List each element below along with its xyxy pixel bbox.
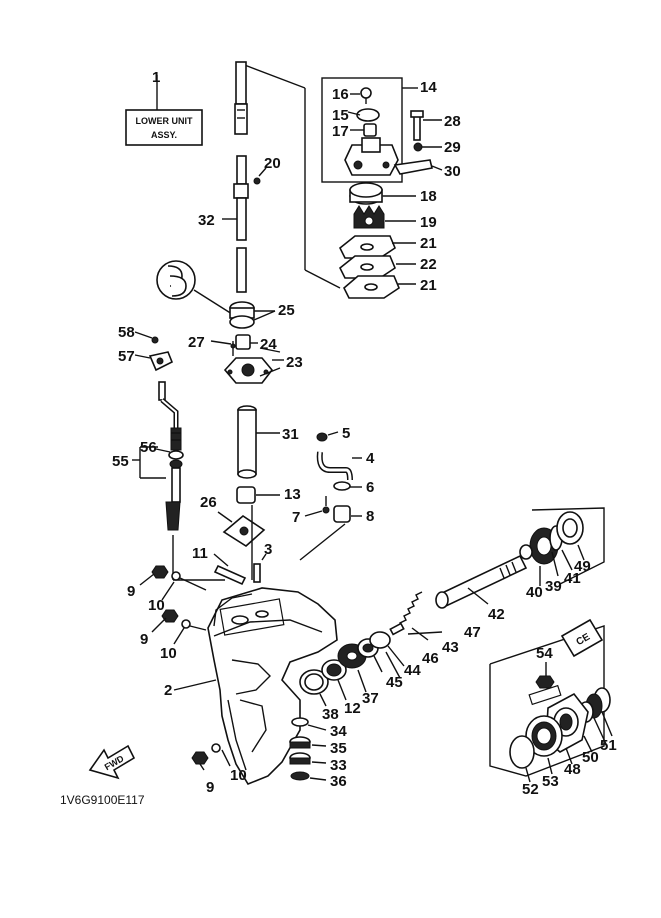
grommet-13 (236, 486, 280, 504)
callout-33: 33 (330, 757, 347, 774)
callout-9c: 9 (206, 779, 214, 796)
callout-5: 5 (342, 425, 350, 442)
callout-58: 58 (118, 324, 135, 341)
callout-4: 4 (366, 450, 375, 467)
assembly-lines-2 (172, 505, 346, 581)
callout-48: 48 (564, 761, 581, 778)
callout-11: 11 (192, 545, 208, 562)
bolt-washer-clip (393, 110, 443, 175)
callout-36: 36 (330, 773, 347, 790)
callout-56: 56 (140, 439, 157, 456)
pump-cup-18 (349, 182, 416, 205)
shift-lever-group (132, 331, 184, 531)
callout-12: 12 (344, 700, 361, 717)
callout-41: 41 (564, 570, 581, 587)
impeller-19 (353, 205, 416, 229)
callout-31: 31 (282, 426, 299, 443)
callout-51: 51 (600, 737, 617, 754)
callout-3: 3 (264, 541, 272, 558)
callout-21a: 21 (420, 235, 437, 252)
callout-10c: 10 (230, 767, 247, 784)
callout-20: 20 (264, 155, 281, 172)
water-pipe-group (304, 431, 362, 523)
callout-38: 38 (322, 706, 339, 723)
callout-10a: 10 (148, 597, 165, 614)
gaskets-and-plate (338, 235, 416, 299)
callout-55: 55 (112, 453, 129, 470)
clip-detail (156, 260, 233, 315)
callout-23: 23 (286, 354, 303, 371)
callout-42: 42 (488, 606, 505, 623)
seals-33-36 (289, 717, 327, 781)
callout-47: 47 (464, 624, 481, 641)
assembly-lines (241, 63, 341, 289)
callout-13: 13 (284, 486, 301, 503)
callout-40: 40 (526, 584, 543, 601)
drive-shaft-32 (222, 61, 267, 293)
callout-27: 27 (188, 334, 205, 351)
callout-52: 52 (522, 781, 539, 798)
callout-54: 54 (536, 645, 553, 662)
callout-7: 7 (292, 509, 300, 526)
screw-16 (360, 87, 372, 99)
callout-29: 29 (444, 139, 461, 156)
callout-49: 49 (574, 558, 591, 575)
callout-28: 28 (444, 113, 461, 130)
callout-16: 16 (332, 86, 349, 103)
housing-23 (210, 334, 284, 384)
callout-46: 46 (422, 650, 439, 667)
plate-15 (356, 108, 380, 122)
callout-57: 57 (118, 348, 135, 365)
title-line2: ASSY. (151, 130, 177, 140)
callout-6: 6 (366, 479, 374, 496)
callout-19: 19 (420, 214, 437, 231)
callout-39: 39 (545, 578, 562, 595)
lower-unit-title-box: LOWER UNIT ASSY. (125, 75, 203, 146)
callout-1: 1 (152, 69, 160, 86)
callout-21b: 21 (420, 277, 437, 294)
callout-25: 25 (278, 302, 295, 319)
callout-18: 18 (420, 188, 437, 205)
bracket-group: CE (489, 618, 613, 783)
callout-14: 14 (420, 79, 437, 96)
callout-45: 45 (386, 674, 403, 691)
callout-10b: 10 (160, 645, 177, 662)
plate-26 (217, 511, 266, 547)
callout-30: 30 (444, 163, 461, 180)
callout-15: 15 (332, 107, 349, 124)
callout-9a: 9 (127, 583, 135, 600)
callout-44: 44 (404, 662, 421, 679)
lower-casing-2 (173, 587, 338, 785)
callout-24: 24 (260, 336, 277, 353)
callout-43: 43 (442, 639, 459, 656)
shaft-group (389, 554, 528, 641)
callout-32: 32 (198, 212, 215, 229)
callout-26: 26 (200, 494, 217, 511)
title-line1: LOWER UNIT (136, 116, 193, 126)
insert-17 (363, 123, 377, 137)
callout-34: 34 (330, 723, 347, 740)
callout-8: 8 (366, 508, 374, 525)
callout-50: 50 (582, 749, 599, 766)
callout-37: 37 (362, 690, 379, 707)
callout-labels: 1 2 3 4 5 6 7 8 9 10 9 10 9 10 11 12 13 … (112, 69, 617, 798)
tube-31 (237, 405, 280, 479)
callout-53: 53 (542, 773, 559, 790)
bearing-group (519, 507, 605, 586)
forward-arrow: FWD (88, 744, 136, 780)
callout-17: 17 (332, 123, 349, 140)
callout-9b: 9 (140, 631, 148, 648)
drawing-code: 1V6G9100E117 (60, 793, 145, 807)
callout-2: 2 (164, 682, 172, 699)
parts-11-3 (213, 553, 267, 586)
seals-25 (229, 301, 276, 329)
callout-35: 35 (330, 740, 347, 757)
gear-group (299, 631, 405, 707)
water-pump-group (321, 77, 418, 183)
bolts-9-10 (139, 565, 231, 771)
callout-22: 22 (420, 256, 437, 273)
